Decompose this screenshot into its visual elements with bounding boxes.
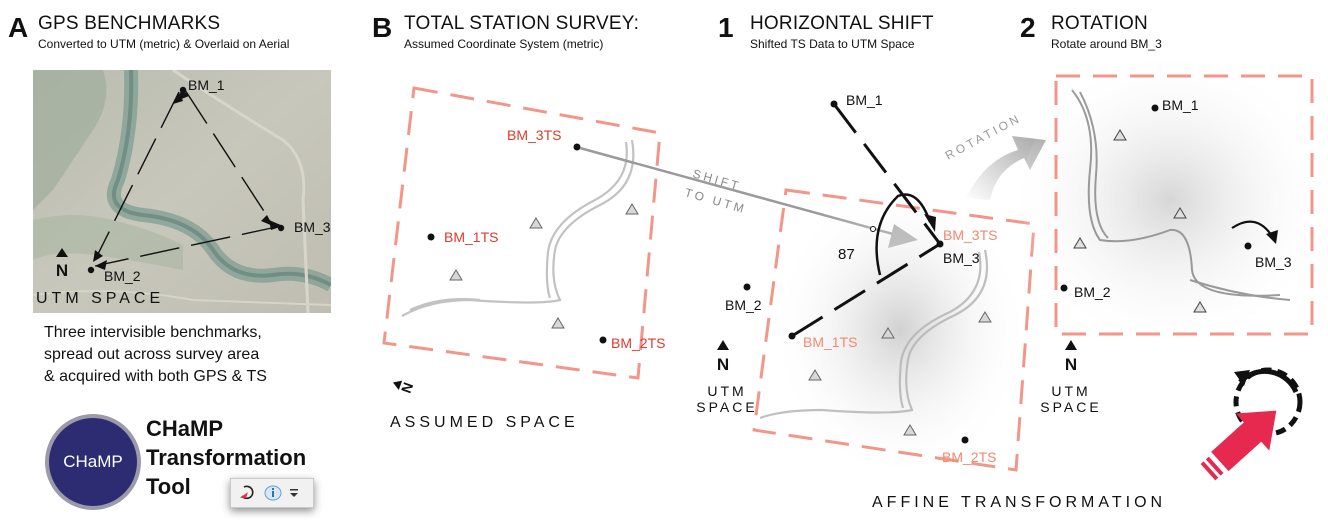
rotation-construction: [791, 103, 942, 338]
north-arrow-icon: N: [52, 248, 72, 283]
aerial-bm1-label: BM_1: [188, 77, 225, 93]
step-1-title: HORIZONTAL SHIFT: [750, 13, 934, 34]
toolbar-dropdown-button[interactable]: [289, 483, 299, 503]
rotation-shade: [1020, 60, 1320, 340]
aerial-image: [33, 70, 331, 313]
utm-shift-frame: [752, 188, 1036, 472]
utm-bm3-label: BM_3: [943, 250, 980, 266]
description-line-1: Three intervisible benchmarks,: [44, 324, 262, 341]
utm-bm3ts-label: BM_3TS: [943, 227, 998, 243]
transform-tool-button[interactable]: [237, 483, 257, 503]
step-1-number: 1: [718, 12, 734, 43]
aerial-bm2-label: BM_2: [104, 268, 141, 284]
panel-b-subtitle: Assumed Coordinate System (metric): [404, 37, 604, 51]
rotated-bm1-label: BM_1: [1162, 97, 1199, 113]
benchmark-description: Three intervisible benchmarks, spread ou…: [44, 322, 267, 388]
aerial-bm3-label: BM_3: [294, 219, 331, 235]
step-2-number: 2: [1020, 12, 1036, 43]
panel-a-subtitle: Converted to UTM (metric) & Overlaid on …: [38, 37, 290, 51]
assumed-bm2ts-label: BM_2TS: [611, 335, 666, 351]
assumed-survey-points: [401, 139, 635, 317]
transform-tool-big-icon: [1200, 367, 1303, 481]
step-2-subtitle: Rotate around BM_3: [1051, 37, 1162, 51]
utm-bm2-label: BM_2: [725, 297, 762, 313]
utm-north-arrow-icon-1: N: [717, 340, 729, 374]
chevron-down-icon: [290, 489, 298, 497]
utm-north-arrow-icon-2: N: [1065, 340, 1077, 374]
transform-arrow-icon: [240, 485, 254, 500]
rotated-bm2-label: BM_2: [1074, 284, 1111, 300]
assumed-north-arrow-icon: N: [392, 380, 416, 395]
assumed-control-triangles: [449, 203, 639, 329]
horizontal-north-label: N: [717, 355, 729, 374]
logo-text: CHaMP: [63, 452, 123, 471]
aerial-map: [33, 70, 331, 313]
rotation-arrow: [966, 136, 1046, 200]
shifted-control-triangles: [808, 311, 992, 436]
rotation-utm-line-2: SPACE: [1040, 399, 1102, 415]
utm-bm1ts-label: BM_1TS: [803, 334, 858, 350]
horizontal-utm-line-2: SPACE: [696, 399, 758, 415]
utm-bm2ts-label: BM_2TS: [942, 449, 997, 465]
tool-title-line-3: Tool: [146, 474, 191, 499]
rotation-utm-line-1: UTM: [1051, 383, 1091, 399]
utm-bm1-label: BM_1: [846, 92, 883, 108]
rotation-north-label: N: [1065, 355, 1077, 374]
rotation-utm-label: UTM SPACE: [1036, 383, 1106, 415]
rotation-angle-label: 87: [838, 246, 855, 263]
panel-a-letter: A: [8, 12, 29, 43]
rotated-survey-points: [1071, 89, 1291, 301]
rotated-control-triangles: [1073, 129, 1207, 313]
description-line-3: & acquired with both GPS & TS: [44, 368, 267, 385]
affine-transformation-label: AFFINE TRANSFORMATION: [872, 494, 1167, 511]
assumed-bm3ts-label: BM_3TS: [507, 127, 562, 143]
champ-logo: CHaMP: [45, 414, 141, 510]
assumed-north-label: N: [398, 380, 416, 395]
panel-b-letter: B: [372, 12, 393, 43]
panel-b-title: TOTAL STATION SURVEY:: [404, 13, 640, 34]
assumed-space-frame: [382, 86, 662, 380]
tool-title: CHaMP Transformation Tool: [146, 414, 306, 501]
rotate-cw-icon: [1231, 220, 1278, 244]
tool-title-line-1: CHaMP: [146, 416, 224, 441]
panel-a-title: GPS BENCHMARKS: [38, 13, 221, 34]
tool-toolbar: [230, 478, 314, 508]
angle-arrowhead: [924, 214, 936, 232]
aerial-north-label: N: [56, 261, 68, 278]
step-1-subtitle: Shifted TS Data to UTM Space: [750, 37, 915, 51]
info-icon: [264, 485, 282, 501]
tool-title-line-2: Transformation: [146, 445, 307, 470]
description-line-2: spread out across survey area: [44, 346, 260, 363]
horizontal-shade: [770, 180, 1030, 480]
aerial-space-label: UTM SPACE: [36, 290, 165, 307]
step-2-title: ROTATION: [1051, 13, 1148, 34]
assumed-benchmarks: [427, 143, 607, 344]
rotated-frame: [1054, 74, 1314, 336]
rotated-bm3-label: BM_3: [1255, 254, 1292, 270]
utm-benchmarks: [743, 100, 969, 444]
assumed-space-label: ASSUMED SPACE: [390, 414, 579, 431]
assumed-bm1ts-label: BM_1TS: [444, 229, 499, 245]
rotated-benchmarks: [1060, 104, 1252, 292]
shifted-survey-points: [759, 249, 989, 420]
horizontal-utm-line-1: UTM: [707, 383, 747, 399]
horizontal-utm-label: UTM SPACE: [692, 383, 762, 415]
info-button[interactable]: [263, 483, 283, 503]
